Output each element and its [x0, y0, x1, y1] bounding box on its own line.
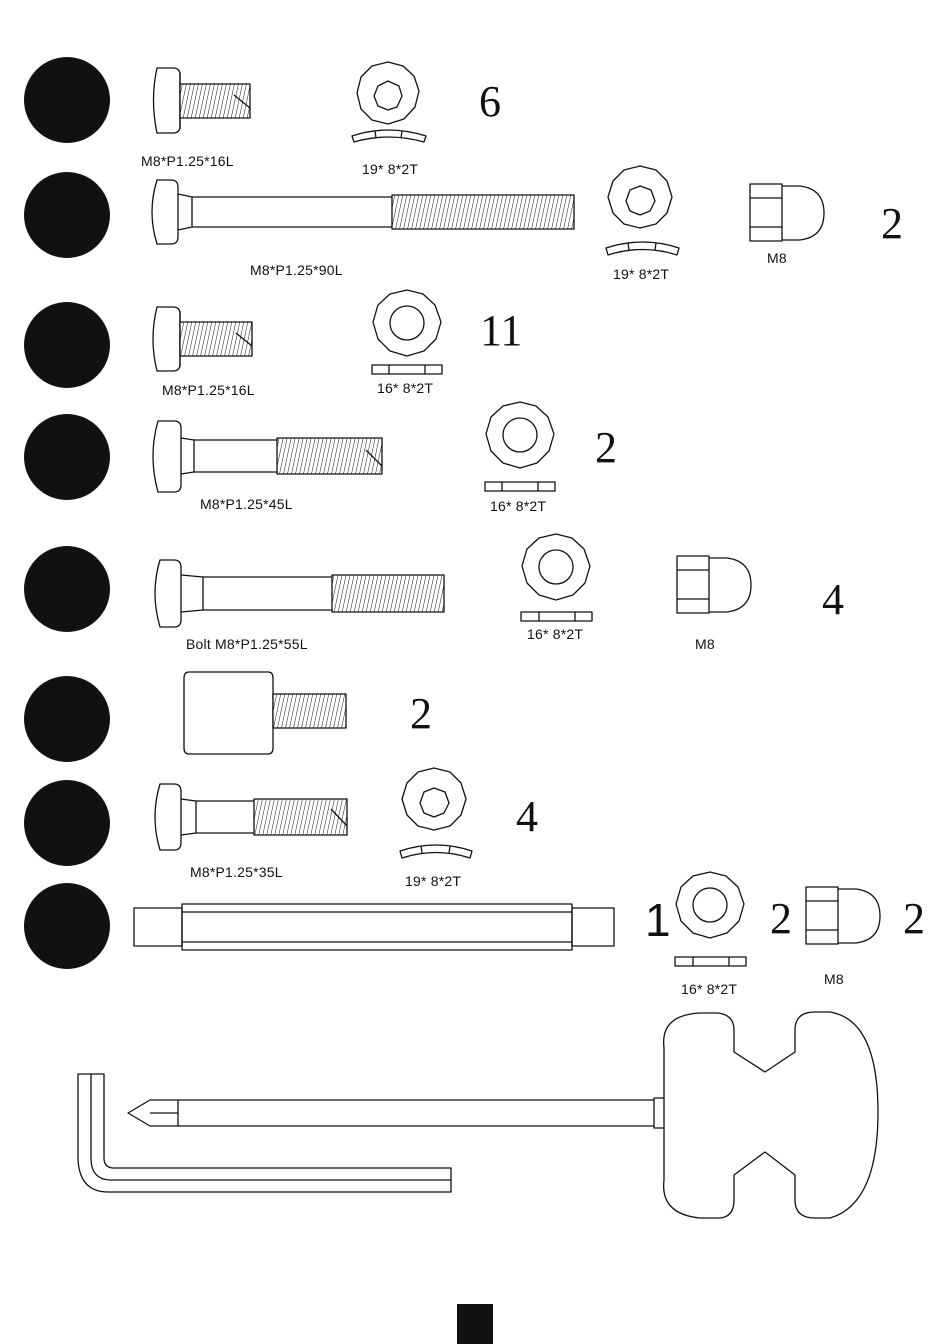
quantity: 4 — [516, 795, 538, 839]
button-head-bolt-16-icon — [153, 307, 252, 371]
washer-19-icon — [606, 166, 679, 255]
washer-16-icon — [675, 872, 746, 966]
allen-key-icon — [78, 1074, 451, 1192]
washer-16-icon — [521, 534, 592, 621]
cap-nut-icon — [806, 887, 880, 944]
washer-16-icon — [485, 402, 555, 491]
washer-label: 19* 8*2T — [362, 161, 418, 177]
cap-nut-icon — [750, 184, 824, 241]
washer-quantity: 2 — [770, 897, 792, 941]
bolt-label: M8*P1.25*16L — [162, 382, 255, 398]
quantity: 2 — [595, 426, 617, 470]
nut-label: M8 — [767, 250, 787, 266]
quantity: 11 — [480, 309, 522, 353]
quantity: 2 — [410, 692, 432, 736]
washer-label: 16* 8*2T — [377, 380, 433, 396]
bolt-label: M8*P1.25*16L — [141, 153, 234, 169]
washer-16-icon — [372, 290, 442, 374]
washer-label: 16* 8*2T — [527, 626, 583, 642]
washer-label: 16* 8*2T — [490, 498, 546, 514]
spacer-stud-icon — [184, 672, 346, 754]
page-marker — [457, 1304, 493, 1344]
carriage-bolt-55-icon — [155, 560, 444, 627]
washer-label: 19* 8*2T — [613, 266, 669, 282]
carriage-bolt-35-icon — [155, 784, 347, 850]
carriage-bolt-45-icon — [153, 421, 382, 492]
washer-label: 19* 8*2T — [405, 873, 461, 889]
carriage-bolt-90-icon — [152, 180, 574, 244]
washer-19-icon — [400, 768, 472, 858]
washer-label: 16* 8*2T — [681, 981, 737, 997]
nut-quantity: 2 — [903, 897, 925, 941]
nut-label: M8 — [824, 971, 844, 987]
quantity: 2 — [881, 202, 903, 246]
axle-rod-icon — [134, 904, 614, 950]
washer-19-icon — [352, 62, 426, 142]
bolt-label: M8*P1.25*90L — [250, 262, 343, 278]
button-head-bolt-16-icon — [154, 68, 251, 133]
bolt-label: Bolt M8*P1.25*55L — [186, 636, 308, 652]
screwdriver-icon — [128, 1012, 878, 1218]
quantity: 4 — [822, 578, 844, 622]
bolt-label: M8*P1.25*35L — [190, 864, 283, 880]
quantity: 6 — [479, 80, 501, 124]
nut-label: M8 — [695, 636, 715, 652]
axle-quantity: 1 — [645, 897, 671, 943]
bolt-label: M8*P1.25*45L — [200, 496, 293, 512]
cap-nut-icon — [677, 556, 751, 613]
